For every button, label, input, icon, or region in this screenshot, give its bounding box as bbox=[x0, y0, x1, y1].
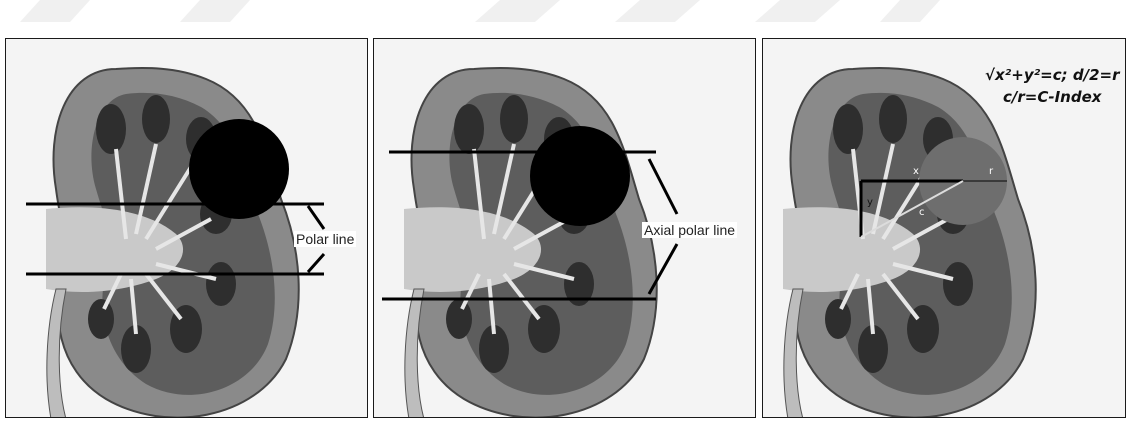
polar-line-panel: Polar line bbox=[5, 38, 368, 418]
kidney-illustration bbox=[6, 39, 368, 418]
kidney-shape bbox=[783, 68, 1036, 418]
x-label: x bbox=[913, 166, 919, 177]
formula-line-2: c/r=C-Index bbox=[1003, 87, 1101, 107]
polar-line-label: Polar line bbox=[294, 231, 356, 247]
r-label: r bbox=[989, 166, 993, 177]
kidney-shape bbox=[404, 68, 657, 418]
c-index-panel: x r y c √x²+y²=c; d/2=r c/r=C-Index bbox=[762, 38, 1126, 418]
y-label: y bbox=[867, 197, 873, 208]
c-label: c bbox=[919, 207, 925, 218]
watermark-band bbox=[0, 0, 1131, 30]
axial-polar-line-panel: Axial polar line bbox=[373, 38, 756, 418]
axial-polar-line-label: Axial polar line bbox=[642, 222, 737, 238]
formula-line-1: √x²+y²=c; d/2=r bbox=[985, 65, 1119, 85]
kidney-shape bbox=[46, 68, 299, 418]
tumor-circle bbox=[530, 126, 630, 226]
